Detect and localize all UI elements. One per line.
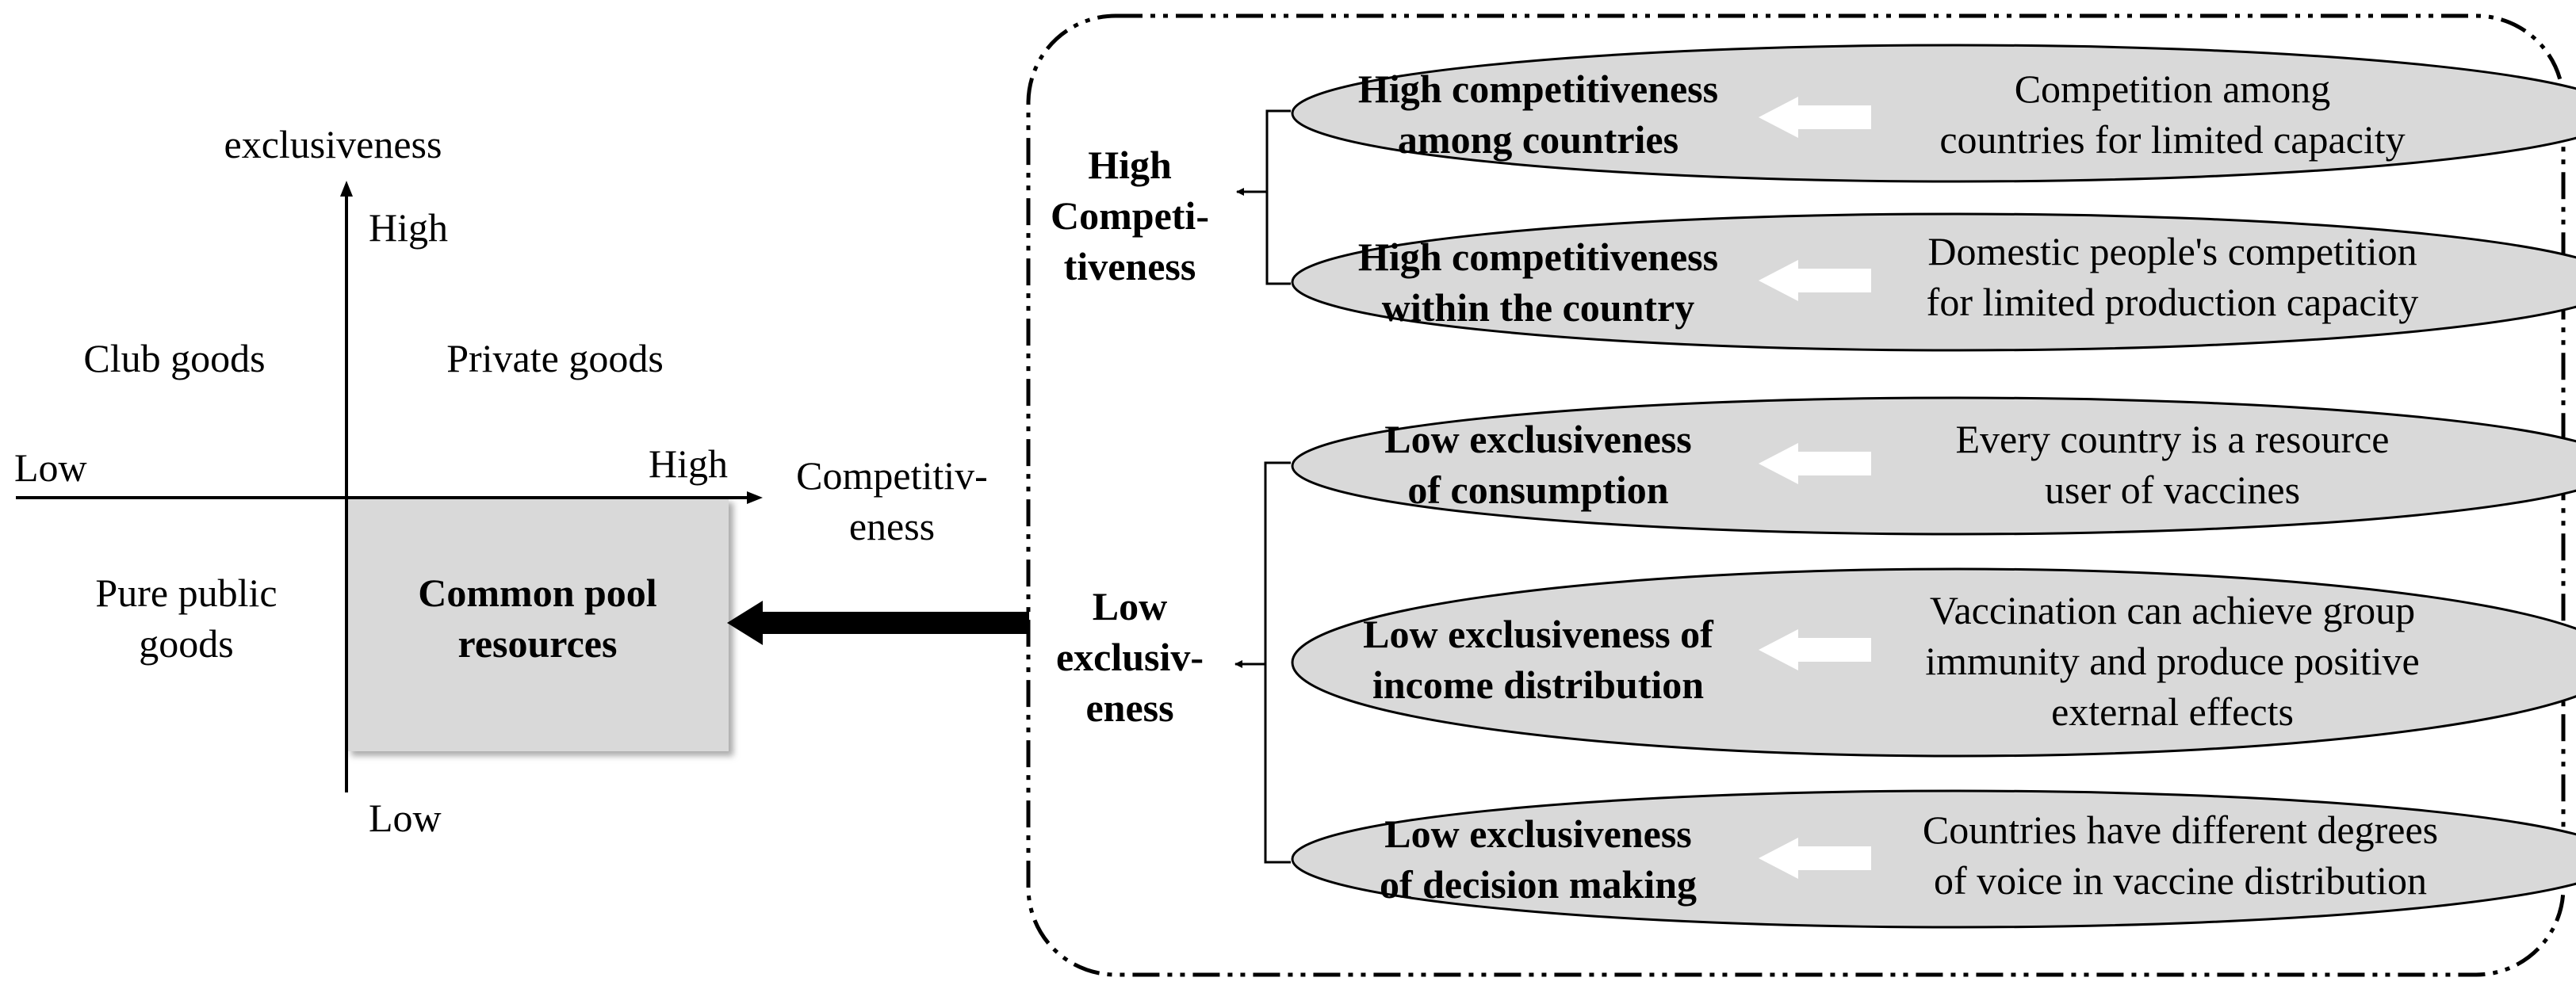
row-ellipse (1291, 44, 2576, 183)
y-axis-high-label: High (369, 205, 448, 250)
row-left-label: Low exclusiveness of income distribution (1363, 612, 1713, 707)
x-axis-label: Competitiv- eness (796, 453, 988, 548)
row-right-label: Vaccination can achieve group immunity a… (1925, 588, 2420, 734)
low-exclusiveness-group-label: Low exclusiv- eness (1055, 584, 1204, 730)
row-right-label: Domestic people's competition for limite… (1926, 229, 2419, 324)
row-right-label: Competition among countries for limited … (1939, 67, 2406, 162)
white-arrow-icon (1759, 838, 1871, 879)
private-goods-label: Private goods (446, 336, 664, 380)
row-ellipse (1291, 567, 2576, 758)
x-axis-arrowhead (747, 491, 763, 504)
row-right-label: Countries have different degrees of voic… (1922, 808, 2439, 903)
club-goods-label: Club goods (83, 336, 266, 380)
low-bracket (1264, 461, 1291, 864)
pure-public-goods-label: Pure public goods (95, 571, 278, 666)
high-bracket (1265, 109, 1291, 285)
row-left-label: High competitiveness within the country (1357, 235, 1719, 330)
white-arrow-icon (1759, 260, 1871, 301)
x-axis-low-label: Low (14, 445, 87, 490)
white-arrow-icon (1759, 97, 1871, 138)
y-axis-low-label: Low (369, 796, 442, 840)
common-pool-label: Common pool resources (418, 571, 657, 666)
row-left-label: High competitiveness among countries (1357, 67, 1719, 162)
y-axis-arrowhead (340, 181, 353, 197)
row-left-label: Low exclusiveness of decision making (1379, 811, 1698, 907)
white-arrow-icon (1759, 443, 1871, 484)
high-competitiveness-group-label: High Competi- tiveness (1051, 143, 1209, 288)
right-frame (1026, 13, 2566, 977)
big-arrow (727, 601, 1029, 645)
row-ellipse (1291, 789, 2576, 929)
common-pool-box (346, 498, 729, 751)
white-arrow-icon (1759, 629, 1871, 670)
row-ellipse (1291, 212, 2576, 352)
row-left-label: Low exclusiveness of consumption (1384, 417, 1692, 512)
row-ellipse (1291, 396, 2576, 536)
row-right-label: Every country is a resource user of vacc… (1955, 417, 2390, 512)
y-axis-label: exclusiveness (224, 122, 442, 166)
x-axis-high-label: High (649, 441, 728, 486)
